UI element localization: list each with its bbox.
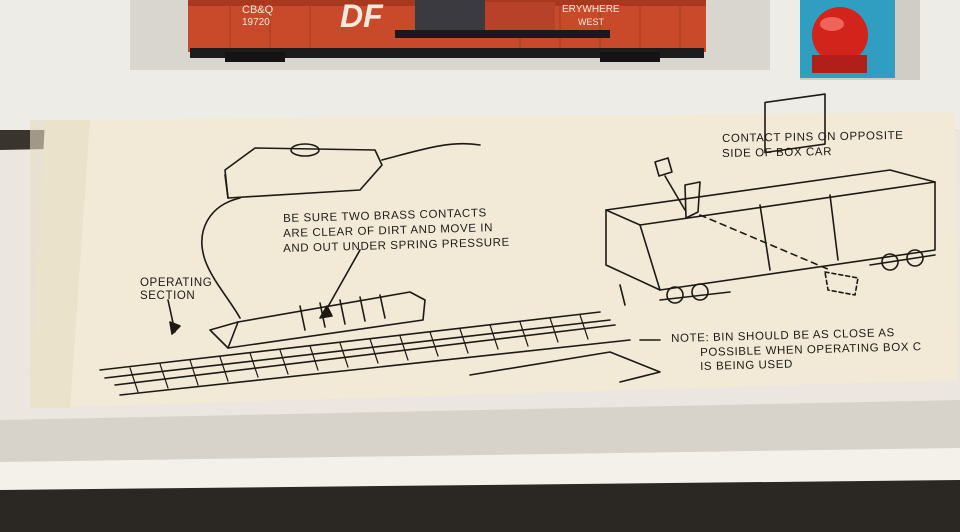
contact-pins-line2: SIDE OF BOX CAR [722,146,833,160]
instruction-sheet [30,112,958,408]
boxcar-reporting-mark: CB&Q [242,4,274,16]
bin-note-line3: IS BEING USED [700,358,794,373]
boxcar-model [188,0,706,62]
boxcar-slogan-line1: ERYWHERE [562,4,620,15]
operating-section-line2: SECTION [140,290,196,302]
operating-section-line1: OPERATING [140,277,213,289]
diagram-lines [99,93,936,396]
boxcar-slogan-line2: WEST [578,17,604,27]
boxcar-number: 19720 [242,17,270,28]
boxcar-logo: DF [340,0,383,34]
control-button [800,0,895,78]
